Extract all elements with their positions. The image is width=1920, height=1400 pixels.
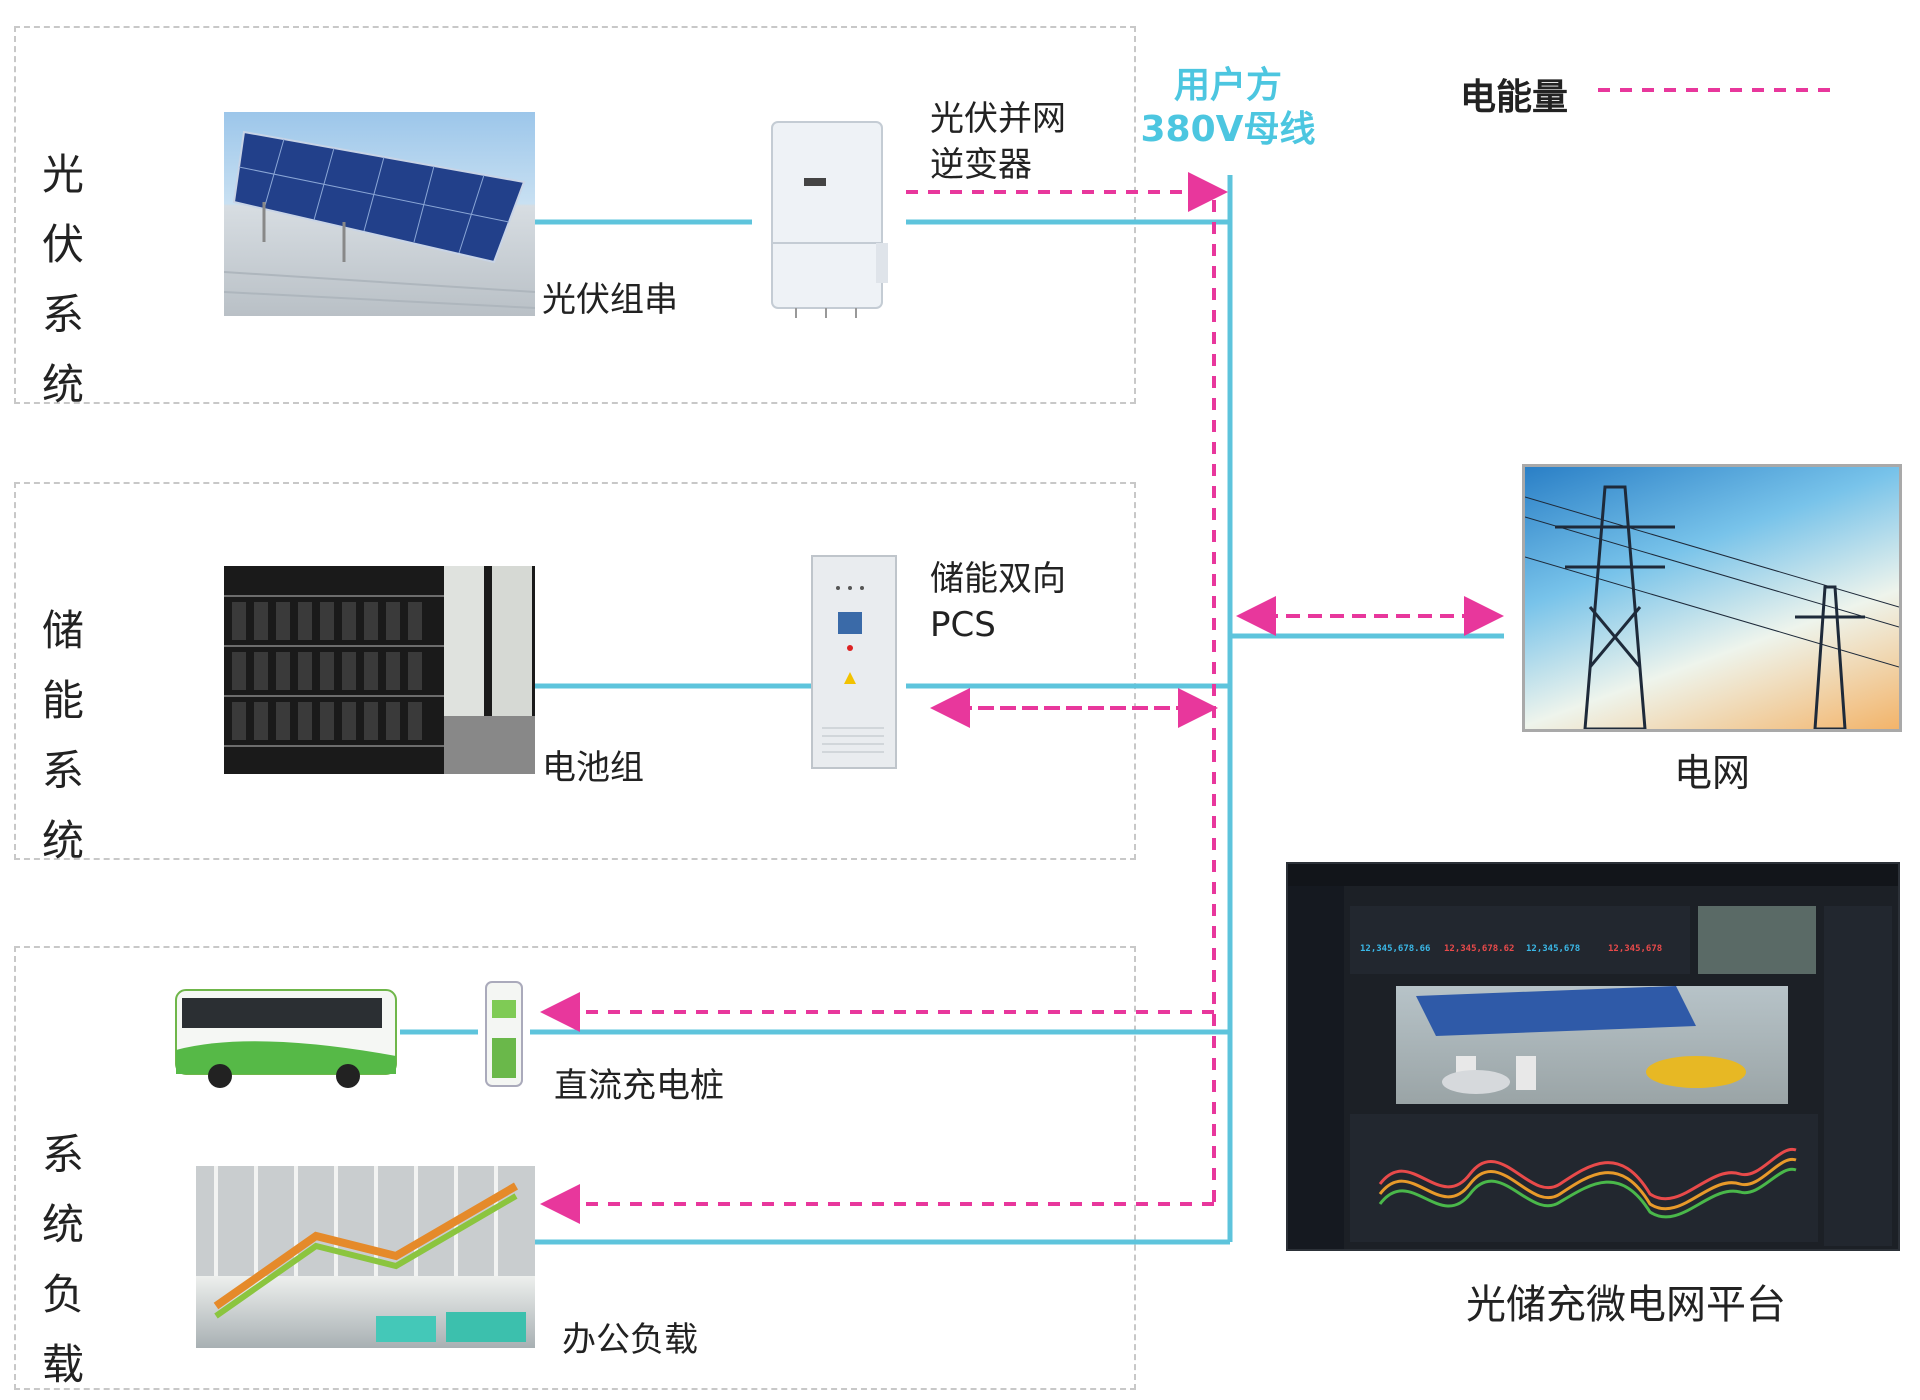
load-system-section — [14, 946, 1136, 1390]
dashboard-value-2: 12,345,678.62 — [1444, 944, 1515, 954]
dashboard-right-panel — [1824, 906, 1892, 1246]
electric-bus-image — [172, 980, 400, 1094]
solar-panel-image — [224, 112, 535, 316]
bus-lines — [400, 175, 1504, 1245]
dashboard-value-1: 12,345,678.66 — [1360, 944, 1431, 954]
battery-label: 电池组 — [542, 748, 644, 788]
pcs-cabinet-image — [808, 552, 906, 778]
storage-system-label: 储能 系统 — [42, 606, 85, 865]
dc-charger-image — [478, 978, 530, 1090]
office-building-image — [196, 1166, 535, 1348]
dashboard-chart-card — [1350, 1114, 1818, 1242]
energy-flows — [540, 88, 1836, 1224]
dashboard-value-4: 12,345,678 — [1608, 944, 1663, 954]
dashboard-topbar — [1288, 864, 1898, 886]
pv-inverter-label: 光伏并网 逆变器 — [930, 99, 1066, 185]
load-system-label: 系统 负载 — [42, 1130, 85, 1389]
storage-system-section — [14, 482, 1136, 860]
grid-label: 电网 — [1674, 751, 1751, 795]
dc-charger-label: 直流充电桩 — [554, 1066, 724, 1106]
grid-image — [1522, 464, 1902, 732]
dashboard-stats-card — [1350, 906, 1690, 974]
bus-380v-label: 用户方 380V母线 — [1140, 65, 1316, 150]
pv-inverter-image — [766, 118, 894, 322]
pv-system-section — [14, 26, 1136, 404]
dashboard-sidebar — [1288, 886, 1344, 1249]
pv-system-label: 光伏 系统 — [42, 150, 85, 409]
pcs-label: 储能双向 PCS — [930, 559, 1066, 645]
office-load-label: 办公负载 — [562, 1320, 698, 1360]
platform-label: 光储充微电网平台 — [1466, 1282, 1786, 1328]
dashboard-map-card — [1698, 906, 1816, 974]
dashboard-station-scene — [1396, 986, 1788, 1104]
dashboard-value-3: 12,345,678 — [1526, 944, 1581, 954]
legend-energy-label: 电能量 — [1460, 77, 1569, 118]
microgrid-platform-dashboard: 12,345,678.66 12,345,678.62 12,345,678 1… — [1286, 862, 1900, 1251]
pv-string-label: 光伏组串 — [542, 280, 678, 320]
battery-pack-image — [224, 566, 535, 774]
